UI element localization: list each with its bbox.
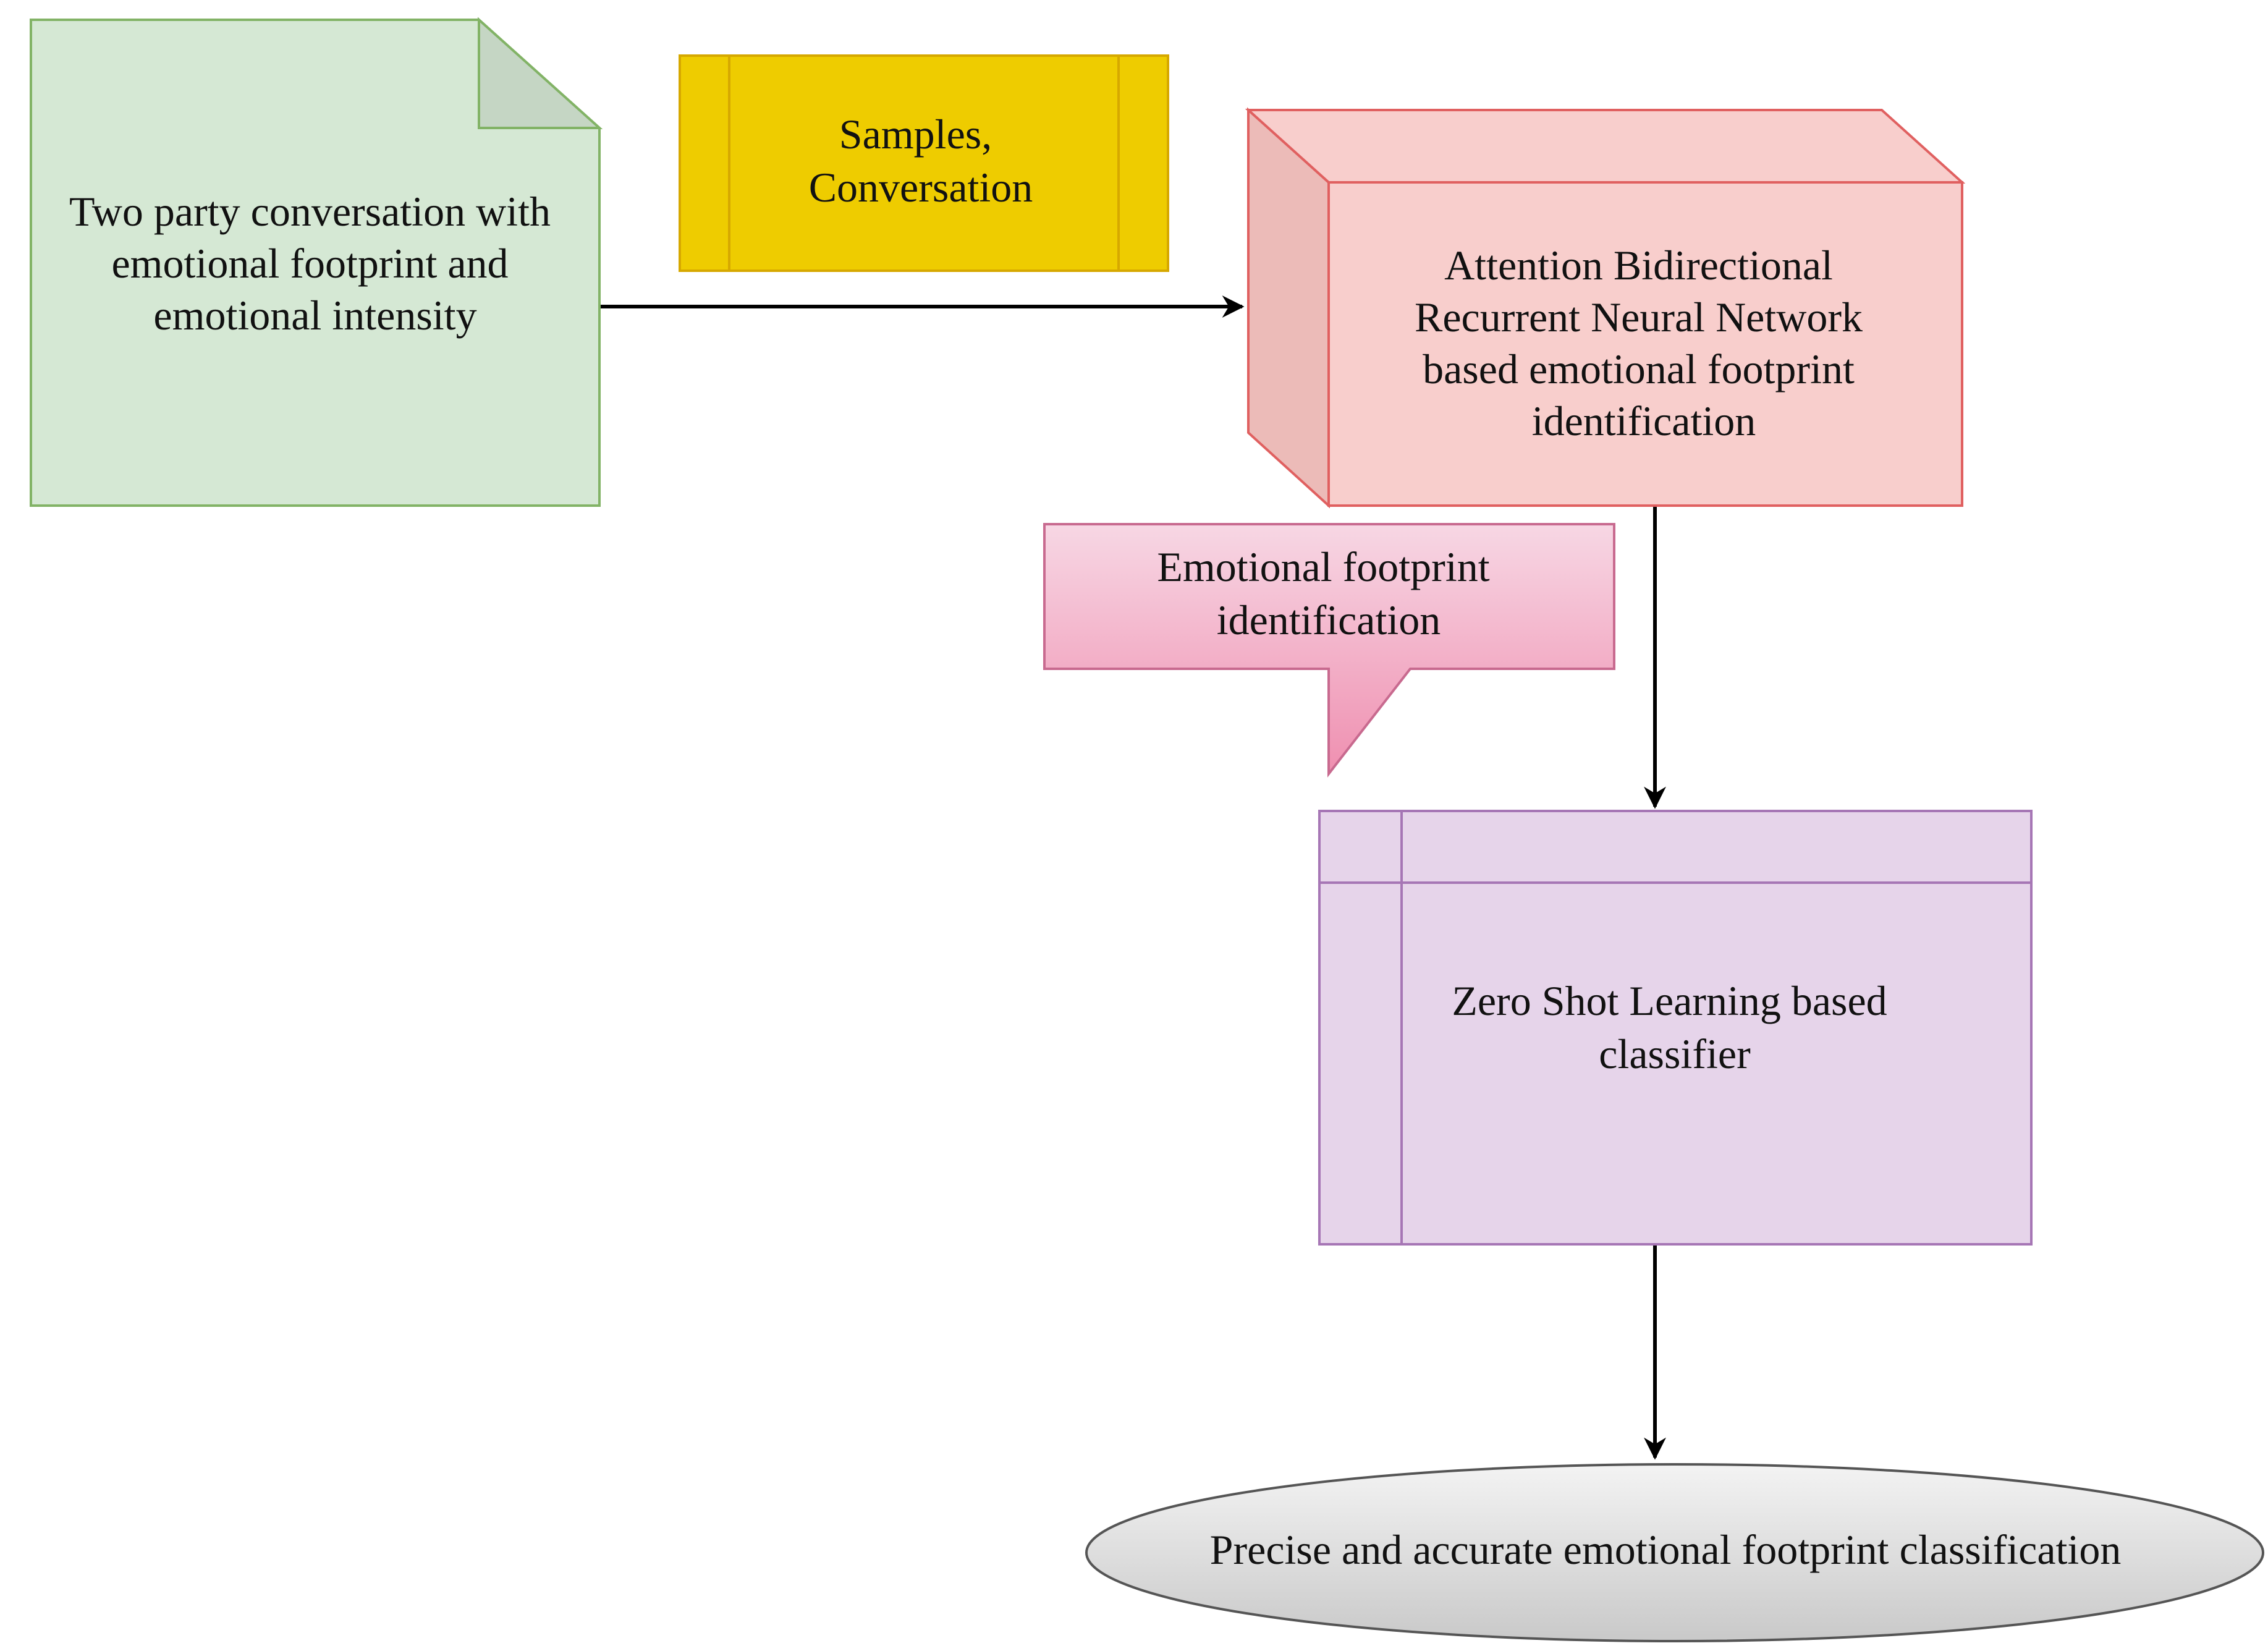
samples-process-label: Samples, Conversation (809, 111, 1033, 211)
edges (599, 295, 1666, 1460)
output-ellipse-label: Precise and accurate emotional footprint… (1210, 1526, 2122, 1573)
footprint-callout-node[interactable]: Emotional footprint identification (1043, 523, 1615, 778)
abrnn-cube-top (1245, 109, 1966, 184)
abrnn-cube-front (1327, 181, 1963, 507)
document-fold-icon (478, 17, 603, 129)
input-document-label: Two party conversation with emotional fo… (69, 188, 561, 339)
output-ellipse-shape (1085, 1463, 2264, 1642)
abrnn-cube-label: Attention Bidirectional Recurrent Neural… (1415, 242, 1873, 444)
abrnn-cube-node[interactable]: Attention Bidirectional Recurrent Neural… (1245, 107, 1966, 509)
zsl-classifier-label: Zero Shot Learning based classifier (1452, 977, 1897, 1077)
samples-process-node[interactable]: Samples, Conversation (679, 54, 1169, 272)
input-document-shape (30, 19, 601, 507)
zsl-classifier-node[interactable]: Zero Shot Learning based classifier (1318, 810, 2033, 1246)
output-ellipse-node[interactable]: Precise and accurate emotional footprint… (1085, 1463, 2264, 1642)
footprint-callout-shape (1043, 523, 1615, 778)
footprint-callout-label: Emotional footprint identification (1157, 543, 1500, 643)
samples-process-shape (679, 54, 1169, 272)
input-document-node[interactable]: Two party conversation with emotional fo… (30, 17, 603, 507)
zsl-classifier-shape (1318, 810, 2033, 1246)
